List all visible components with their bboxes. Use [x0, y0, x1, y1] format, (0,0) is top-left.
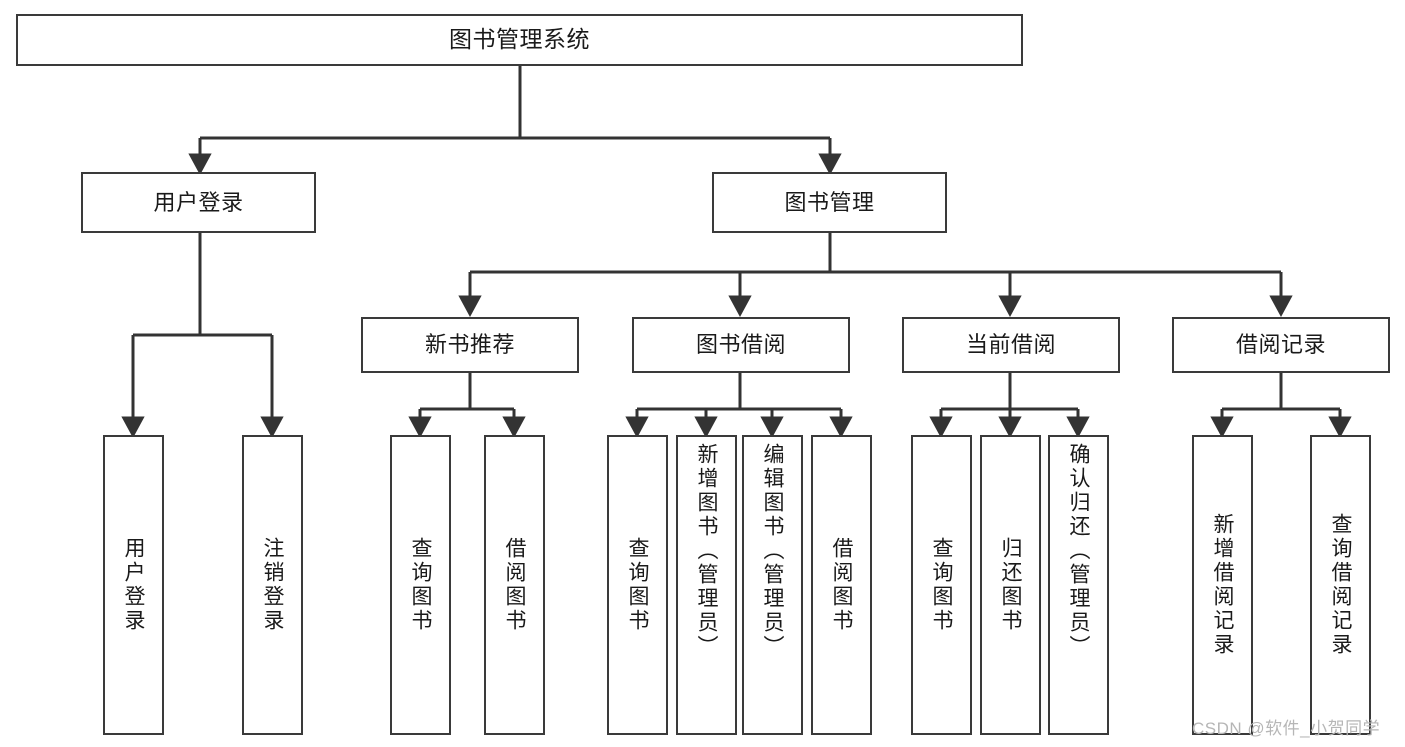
node-user-login[interactable]: 用户登录: [81, 172, 316, 233]
node-label: 查询图书: [626, 537, 649, 633]
leaf-new-book-query[interactable]: 查询图书: [390, 435, 451, 735]
node-book-manage[interactable]: 图书管理: [712, 172, 947, 233]
node-label: 新书推荐: [424, 332, 515, 358]
watermark: CSDN @软件_小贺同学: [1192, 719, 1381, 738]
leaf-current-query-book[interactable]: 查询图书: [911, 435, 972, 735]
leaf-borrow-edit-book[interactable]: 编辑图书（管理员）: [742, 435, 803, 735]
node-label: 图书管理: [784, 189, 875, 215]
node-label: 新增图书（管理员）: [695, 443, 718, 659]
node-label: 编辑图书（管理员）: [761, 443, 784, 659]
node-label: 用户登录: [153, 189, 244, 215]
leaf-current-return-book[interactable]: 归还图书: [980, 435, 1041, 735]
leaf-user-login[interactable]: 用户登录: [103, 435, 164, 735]
node-label: 借阅记录: [1235, 332, 1326, 358]
node-book-borrow[interactable]: 图书借阅: [632, 317, 850, 373]
leaf-current-confirm-return[interactable]: 确认归还（管理员）: [1048, 435, 1109, 735]
node-root-system[interactable]: 图书管理系统: [16, 14, 1023, 66]
node-label: 当前借阅: [965, 332, 1056, 358]
leaf-borrow-lend-book[interactable]: 借阅图书: [811, 435, 872, 735]
node-label: 查询借阅记录: [1329, 513, 1352, 657]
node-label: 借阅图书: [503, 537, 526, 633]
node-label: 注销登录: [261, 537, 284, 633]
leaf-borrow-add-book[interactable]: 新增图书（管理员）: [676, 435, 737, 735]
node-label: 查询图书: [930, 537, 953, 633]
leaf-borrow-query-book[interactable]: 查询图书: [607, 435, 668, 735]
node-label: 用户登录: [122, 537, 145, 633]
node-label: 确认归还（管理员）: [1067, 443, 1090, 659]
node-label: 图书借阅: [695, 332, 786, 358]
node-current-borrow[interactable]: 当前借阅: [902, 317, 1120, 373]
leaf-record-add[interactable]: 新增借阅记录: [1192, 435, 1253, 735]
leaf-record-query[interactable]: 查询借阅记录: [1310, 435, 1371, 735]
node-label: 归还图书: [999, 537, 1022, 633]
leaf-new-book-borrow[interactable]: 借阅图书: [484, 435, 545, 735]
node-label: 图书管理系统: [449, 26, 590, 53]
node-new-book-recommend[interactable]: 新书推荐: [361, 317, 579, 373]
node-label: 查询图书: [409, 537, 432, 633]
node-borrow-record[interactable]: 借阅记录: [1172, 317, 1390, 373]
leaf-user-logout[interactable]: 注销登录: [242, 435, 303, 735]
node-label: 新增借阅记录: [1211, 513, 1234, 657]
node-label: 借阅图书: [830, 537, 853, 633]
